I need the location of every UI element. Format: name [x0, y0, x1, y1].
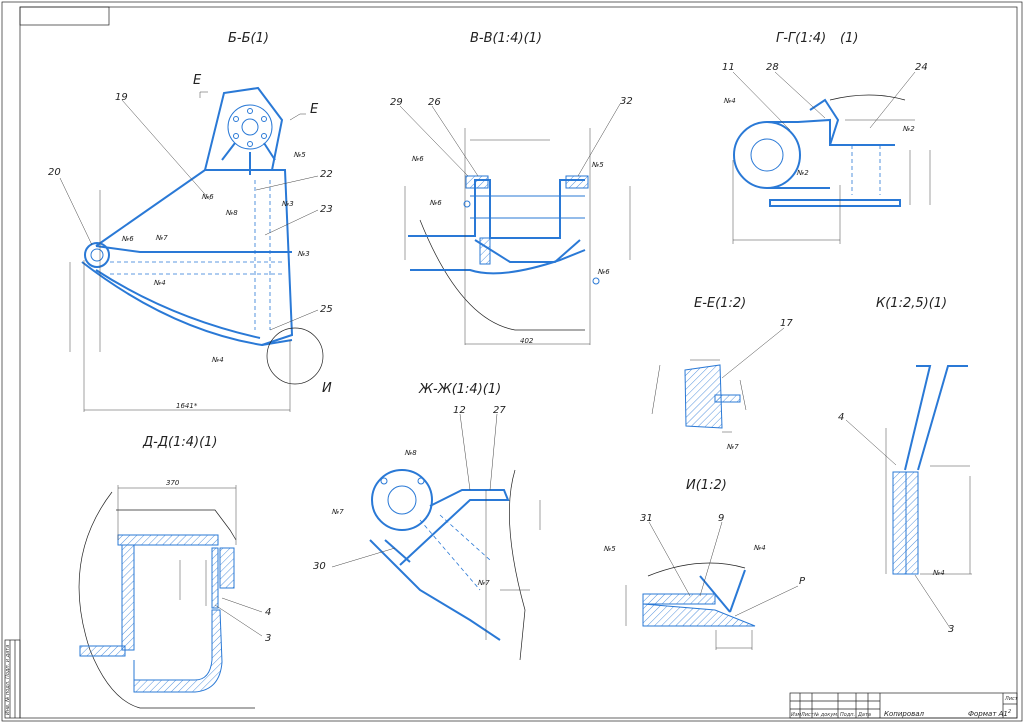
title-sheet-label: Лист [1004, 696, 1019, 702]
leader-27: 27 [493, 405, 506, 416]
view-dd [78, 485, 255, 709]
view-bb [69, 86, 324, 412]
section-title-ee: Е-Е(1:2) [694, 296, 746, 311]
weld-n7-zh2: №7 [477, 579, 490, 587]
view-zhzh [369, 469, 541, 661]
leader-4-dd: 4 [265, 607, 271, 618]
view-gg [732, 94, 931, 244]
weld-n3-bb1: №3 [281, 200, 294, 208]
leader-32: 32 [620, 96, 633, 107]
leader-31: 31 [640, 513, 653, 524]
section-title-gg: Г-Г(1:4) [776, 31, 826, 46]
section-title-k: К(1:2,5)(1) [876, 296, 947, 311]
leader-9: 9 [718, 513, 724, 524]
title-sheet-no: 2 [1008, 709, 1011, 715]
leader-26: 26 [428, 97, 441, 108]
title-col-list: Лист [800, 712, 815, 718]
leader-19: 19 [115, 92, 128, 103]
cut-e-left: Е [193, 73, 202, 88]
section-title-zhzh: Ж-Ж(1:4)(1) [418, 382, 501, 397]
weld-n2-gg2: №2 [796, 169, 809, 177]
weld-n5-i: №5 [603, 545, 616, 553]
leader-28: 28 [766, 62, 779, 73]
leader-22: 22 [320, 169, 333, 180]
weld-n4-bb1: №4 [153, 279, 166, 287]
leader-17: 17 [780, 318, 793, 329]
callout-i: И [322, 381, 332, 396]
leader-30: 30 [313, 561, 326, 572]
title-copied: Копировал [884, 710, 925, 718]
section-title-vv: В-В(1:4)(1) [470, 31, 542, 46]
leader-12: 12 [453, 405, 466, 416]
weld-n5-bb: №5 [293, 151, 306, 159]
cut-e-right: Е [310, 102, 319, 117]
weld-n3-bb2: №3 [297, 250, 310, 258]
title-col-date: Дата [857, 712, 871, 718]
view-i [625, 562, 756, 650]
view-k [885, 365, 972, 575]
view-ee [651, 359, 747, 433]
leader-24: 24 [915, 62, 928, 73]
mark-p: Р [799, 576, 806, 587]
title-col-sign: Подп. [840, 712, 855, 718]
weld-n6-vv1: №6 [411, 155, 424, 163]
title-col-izm: Изм [791, 712, 801, 718]
section-title-dd: Д-Д(1:4)(1) [142, 435, 217, 450]
leader-29: 29 [390, 97, 403, 108]
weld-n4-gg: №4 [723, 97, 736, 105]
side-stamp: Инв. № подл. Подп. и дата [5, 645, 11, 715]
weld-n6-vv2: №6 [429, 199, 442, 207]
weld-n7-ee: №7 [726, 443, 739, 451]
weld-n4-bb2: №4 [211, 356, 224, 364]
leader-3-dd: 3 [265, 633, 271, 644]
leader-11: 11 [722, 62, 735, 73]
weld-n6-bb1: №6 [201, 193, 214, 201]
dim-1641: 1641* [176, 402, 198, 410]
title-block [789, 692, 1018, 719]
weld-n6-bb2: №6 [121, 235, 134, 243]
weld-n7-bb: №7 [155, 234, 168, 242]
leader-3-k: 3 [948, 624, 954, 635]
title-format: Формат А1 [968, 710, 1008, 718]
weld-n8-bb: №8 [225, 209, 238, 217]
weld-n2-gg1: №2 [902, 125, 915, 133]
view-vv [404, 128, 631, 345]
leader-25: 25 [320, 304, 333, 315]
dim-402: 402 [520, 337, 534, 345]
dim-370: 370 [166, 479, 180, 487]
weld-n6-vv3: №6 [597, 268, 610, 276]
weld-n7-zh1: №7 [331, 508, 344, 516]
weld-n4-k: №4 [932, 569, 945, 577]
section-title-bb: Б-Б(1) [228, 31, 269, 46]
weld-n5-vv: №5 [591, 161, 604, 169]
weld-n8-zh: №8 [404, 449, 417, 457]
leader-20: 20 [48, 167, 61, 178]
title-col-doc: № докум. [813, 712, 839, 718]
leader-4-k: 4 [838, 412, 844, 423]
weld-n4-i: №4 [753, 544, 766, 552]
section-title-gg-suffix: (1) [840, 31, 858, 46]
leader-23: 23 [320, 204, 333, 215]
section-title-i: И(1:2) [686, 478, 727, 493]
